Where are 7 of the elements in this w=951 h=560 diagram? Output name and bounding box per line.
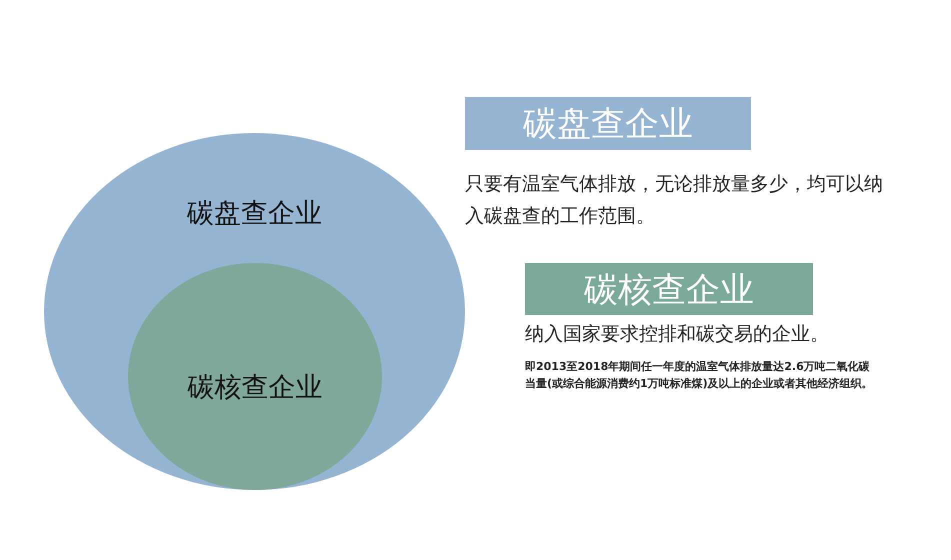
description-text: 只要有温室气体排放，无论排放量多少，均可以纳入碳盘查的工作范围。	[465, 172, 884, 229]
description-text: 即2013至2018年期间任一年度的温室气体排放量达2.6万吨二氧化碳当量(或综合能源消费约1万吨标准煤)及以上的企业或者其他经济组织。	[525, 359, 874, 392]
heading-banner: 碳盘查企业	[465, 97, 751, 150]
description-text: 纳入国家要求控排和碳交易的企业。	[525, 322, 830, 347]
circle-label: 碳核查企业	[188, 371, 322, 405]
heading-banner: 碳核查企业	[525, 263, 813, 315]
circle-label: 碳盘查企业	[187, 197, 322, 231]
